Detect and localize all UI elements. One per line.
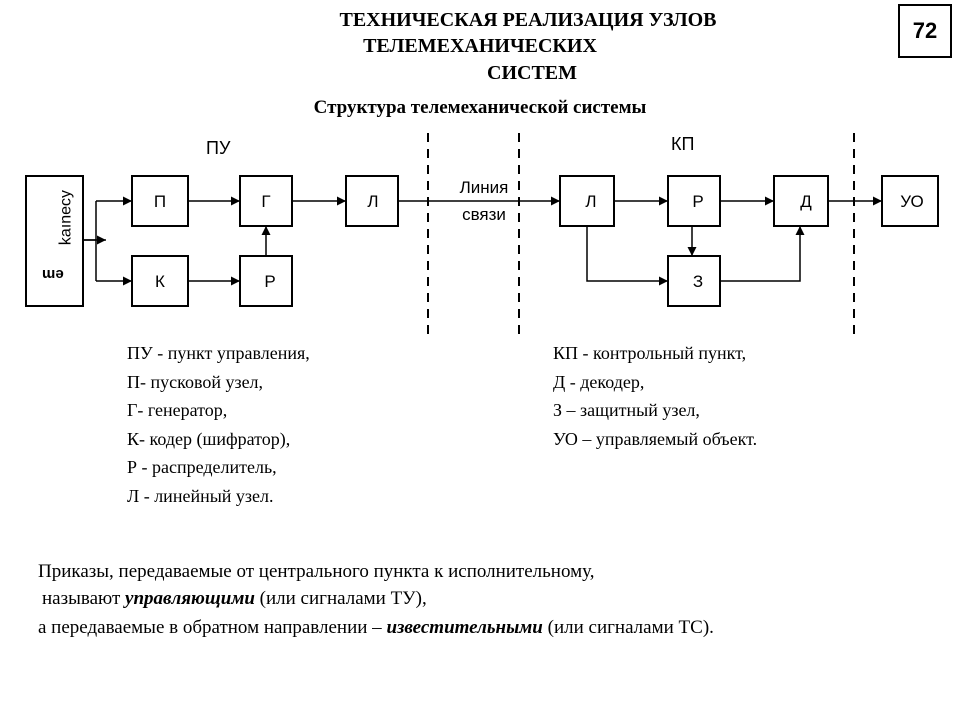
arrow-z-d [720, 226, 805, 282]
term-control-signals: управляющими [125, 588, 255, 609]
paragraph-line-1: Приказы, передаваемые от центрального пу… [38, 559, 594, 585]
paragraph-text: Приказы, передаваемые от центрального пу… [38, 561, 595, 582]
block-uo-label: УО [900, 192, 923, 211]
source-block-text-2: ɯǝ [42, 265, 64, 282]
comm-line-label-1: Линия [460, 178, 509, 197]
legend-item: К- кодер (шифратор), [127, 428, 291, 449]
pu-label: ПУ [206, 138, 231, 158]
legend-item: УО – управляемый объект. [553, 428, 758, 449]
title-line-2: ТЕЛЕМЕХАНИЧЕСКИХ [363, 35, 597, 57]
legend-item: Р - распределитель, [127, 457, 277, 477]
block-l-pu-label: Л [367, 192, 378, 211]
legend-item: Г- генератор, [127, 400, 228, 420]
legend-item: З – защитный узел, [553, 400, 700, 420]
legend-item: П- пусковой узел, [127, 371, 264, 392]
arrow-l-z [586, 226, 668, 286]
legend-item: ПУ - пункт управления, [127, 343, 310, 363]
block-uo [881, 175, 939, 227]
diagram-heading: Структура телемеханической системы [313, 97, 647, 118]
block-p [131, 175, 189, 227]
legend-right: КП - контрольный пункт, Д - декодер, З –… [553, 339, 757, 453]
title-line-1: ТЕХНИЧЕСКАЯ РЕАЛИЗАЦИЯ УЗЛОВ [339, 9, 717, 31]
legend-item: Д - декодер, [553, 371, 645, 392]
block-r-pu-label: Р [264, 272, 275, 291]
title-line-3: СИСТЕМ [487, 62, 577, 84]
legend-left: ПУ - пункт управления, П- пусковой узел,… [127, 339, 310, 510]
block-r-kp-label: Р [692, 192, 703, 211]
block-d-label: Д [800, 192, 812, 211]
paragraph-line-3: а передаваемые в обратном направлении – … [38, 615, 714, 641]
legend-item: Л - линейный узел. [127, 485, 274, 506]
block-z-label: З [693, 272, 703, 291]
paragraph-text: называют [42, 588, 126, 609]
term-notification-signals: известительными [386, 617, 543, 638]
source-block [25, 175, 84, 307]
block-k-label: К [155, 272, 165, 291]
block-z [667, 255, 721, 307]
paragraph-text: (или сигналами ТС). [542, 617, 714, 638]
paragraph-text: а передаваемые в обратном направлении – [38, 617, 387, 638]
block-p-label: П [154, 192, 166, 211]
paragraph-text: (или сигналами ТУ), [254, 588, 427, 609]
page-number-badge: 72 [898, 4, 952, 58]
source-block-text: ʎɔǝuıɐʞ [58, 190, 75, 245]
page-number: 72 [912, 18, 938, 43]
paragraph-line-2: называют управляющими (или сигналами ТУ)… [42, 586, 427, 612]
block-l-kp-label: Л [585, 192, 596, 211]
block-g-label: Г [261, 192, 270, 211]
block-r-pu [239, 255, 293, 307]
legend-item: КП - контрольный пункт, [553, 343, 747, 363]
comm-line-label-2: связи [462, 205, 506, 224]
kp-label: КП [671, 134, 694, 154]
